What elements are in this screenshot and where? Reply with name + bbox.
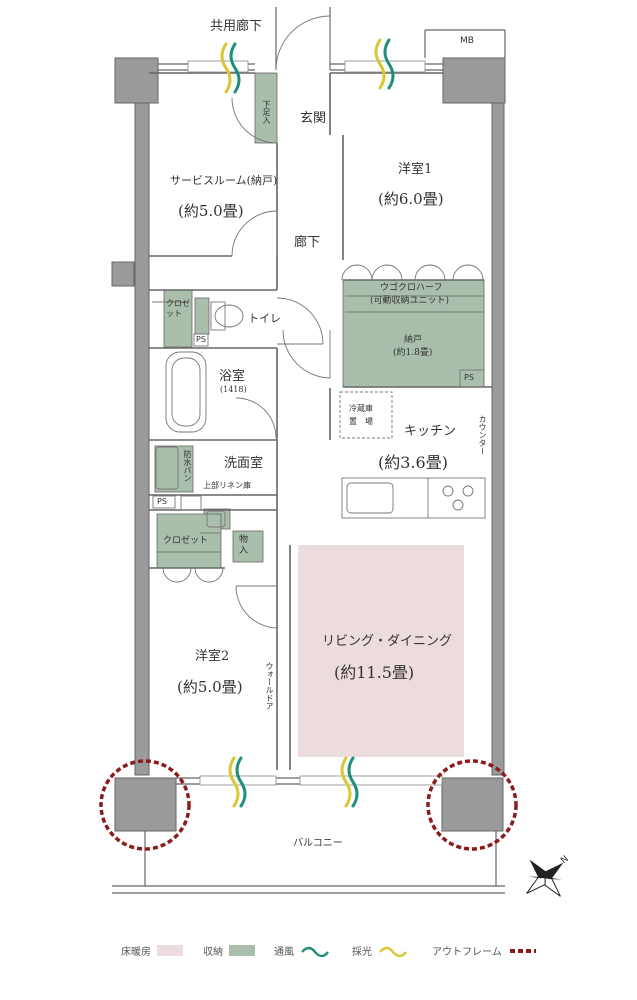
compass-icon	[526, 859, 564, 897]
wave-icon	[379, 946, 407, 957]
closet-label: クロゼット	[163, 536, 209, 546]
western1-area: (約6.0畳)	[378, 190, 444, 208]
windows	[187, 60, 443, 786]
living-label: リビング・ダイニング	[322, 634, 453, 649]
legend-floor-heating-label: 床暖房	[121, 947, 151, 958]
legend-ventilation: 通風	[274, 943, 330, 958]
waterproof-pan-label: 防水パン	[183, 450, 192, 482]
storage-item-label: 物入	[239, 535, 249, 556]
upper-linen-label: 上部リネン庫	[203, 481, 251, 490]
ps-label-toilet: PS	[196, 335, 206, 344]
entrance-label: 玄関	[300, 111, 327, 126]
storage-areas	[154, 72, 485, 569]
western2-label: 洋室2	[195, 649, 230, 664]
ugoku-half-label: ウゴクロハーフ	[380, 283, 443, 293]
kitchen-label: キッチン	[404, 424, 457, 439]
living-area: (約11.5畳)	[334, 663, 415, 682]
legend-storage-label: 収納	[203, 947, 223, 958]
western2-area: (約5.0畳)	[177, 678, 243, 696]
legend-floor-heating-swatch	[157, 945, 183, 956]
lighting-arrows	[220, 38, 386, 808]
legend-floor-heating: 床暖房	[121, 943, 183, 958]
fridge-place-label: 置 場	[349, 417, 373, 426]
legend-storage: 収納	[203, 943, 255, 958]
outframe-markers	[99, 759, 518, 851]
outer-walls	[111, 57, 506, 832]
legend-lighting-label: 採光	[352, 947, 372, 958]
ps-label-washroom: PS	[157, 497, 167, 506]
fixtures	[152, 295, 486, 553]
mb-label: MB	[460, 36, 474, 46]
ps-label-nando: PS	[464, 373, 474, 382]
legend-lighting: 採光	[352, 943, 408, 958]
bath-label: 浴室	[219, 369, 246, 384]
nando-label: 納戸	[404, 335, 423, 345]
legend-outframe: アウトフレーム	[432, 943, 538, 958]
legend-outframe-label: アウトフレーム	[432, 947, 502, 958]
fridge-label: 冷蔵庫	[349, 404, 373, 413]
service-room-area: (約5.0畳)	[178, 202, 244, 220]
legend-ventilation-label: 通風	[274, 947, 294, 958]
closet-small-label: クロゼット	[166, 299, 190, 318]
legend: 床暖房 収納 通風 採光 アウトフレーム	[0, 943, 637, 965]
bath-size: (1418)	[220, 385, 247, 394]
legend-storage-swatch	[229, 945, 255, 956]
movable-unit-label: (可動収納ユニット)	[370, 296, 450, 306]
nando-area: (約1.8畳)	[393, 348, 433, 358]
wall-door-label: ウォールドア	[265, 662, 274, 710]
toilet-label: トイレ	[248, 312, 281, 325]
shoe-storage-label: 下足入	[262, 100, 271, 124]
western1-label: 洋室1	[398, 162, 433, 177]
ventilation-arrows	[229, 38, 395, 808]
hallway-label: 廊下	[294, 235, 321, 250]
wave-icon	[301, 946, 329, 957]
floor-heating-area	[298, 545, 464, 757]
washroom-label: 洗面室	[224, 456, 264, 471]
balcony-label: バルコニー	[293, 838, 343, 849]
kitchen-area: (約3.6畳)	[378, 453, 448, 472]
service-room-label: サービスルーム(納戸)	[170, 174, 278, 187]
counter-label: カウンター	[478, 415, 487, 455]
dashed-line-icon	[509, 948, 536, 953]
common-corridor-label: 共用廊下	[210, 19, 263, 34]
doors	[162, 15, 484, 629]
